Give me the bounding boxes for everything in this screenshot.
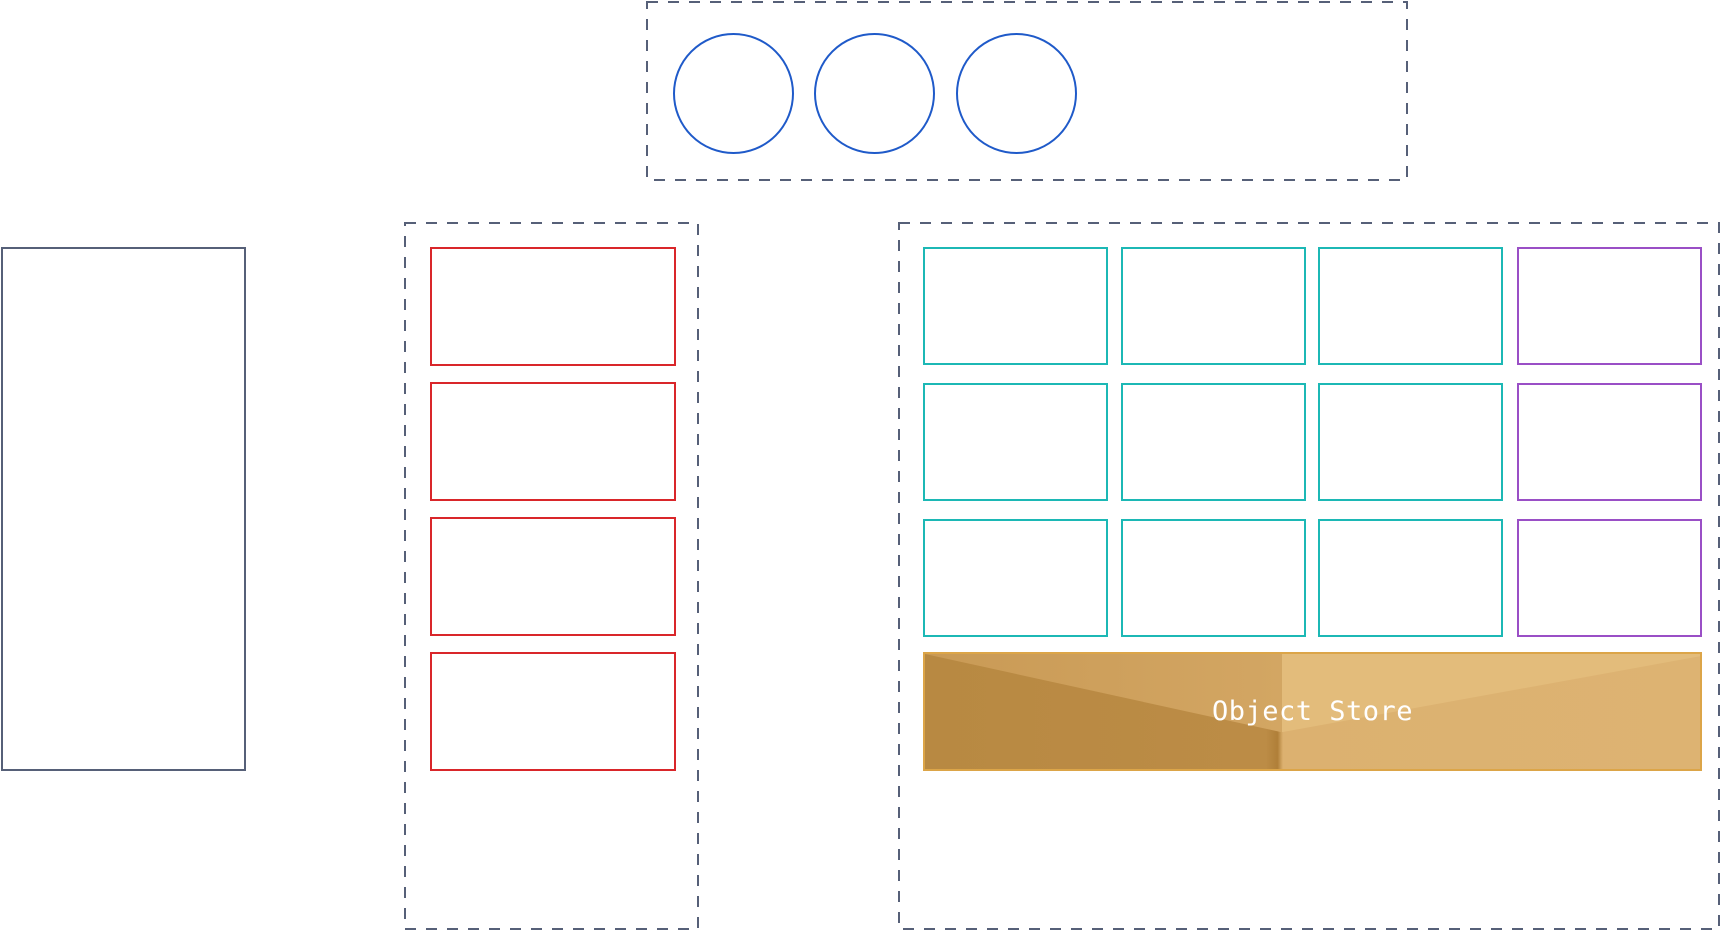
grid-cell: [1318, 247, 1503, 365]
grid-cell: [1121, 247, 1306, 365]
middle-group-frame: [404, 222, 699, 930]
object-store: Object Store: [923, 652, 1702, 771]
top-node-3: [956, 33, 1077, 154]
object-store-label: Object Store: [1211, 696, 1414, 727]
middle-item-3: [430, 517, 676, 636]
top-node-2: [814, 33, 935, 154]
grid-cell: [1318, 519, 1503, 637]
grid-cell: [1121, 383, 1306, 501]
left-block: [1, 247, 246, 771]
grid-cell: [923, 247, 1108, 365]
grid-cell: [1121, 519, 1306, 637]
middle-item-4: [430, 652, 676, 771]
middle-item-2: [430, 382, 676, 501]
top-node-1: [673, 33, 794, 154]
middle-item-1: [430, 247, 676, 366]
grid-cell: [1318, 383, 1503, 501]
grid-extra-cell: [1517, 519, 1702, 637]
right-group-frame: [898, 222, 1720, 930]
grid-extra-cell: [1517, 247, 1702, 365]
grid-extra-cell: [1517, 383, 1702, 501]
grid-cell: [923, 519, 1108, 637]
top-group-frame: [646, 1, 1408, 181]
grid-cell: [923, 383, 1108, 501]
